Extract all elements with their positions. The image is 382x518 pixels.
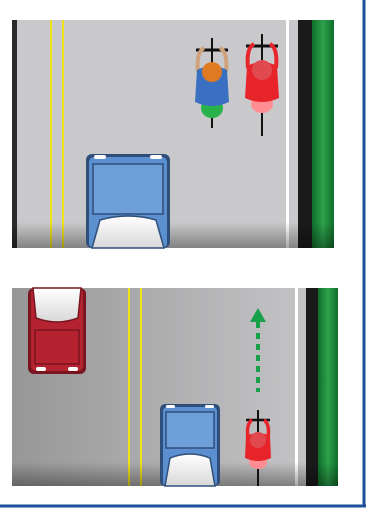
white-edge-line (286, 20, 289, 248)
car-blue-icon (86, 154, 170, 248)
scene-single-file (12, 288, 338, 486)
yellow-line-right (62, 20, 64, 248)
curb (306, 288, 318, 486)
yellow-line-right (140, 288, 142, 486)
grass-strip (318, 288, 338, 486)
yellow-line-left (50, 20, 52, 248)
white-edge-line (295, 288, 298, 486)
scene-side-by-side (12, 20, 334, 248)
yellow-line-left (128, 288, 130, 486)
car-blue-icon (160, 404, 220, 486)
car-red-icon (28, 288, 86, 374)
curb (298, 20, 312, 248)
grass-strip (312, 20, 334, 248)
road-surface (12, 20, 334, 248)
road-left-edge (12, 20, 17, 248)
